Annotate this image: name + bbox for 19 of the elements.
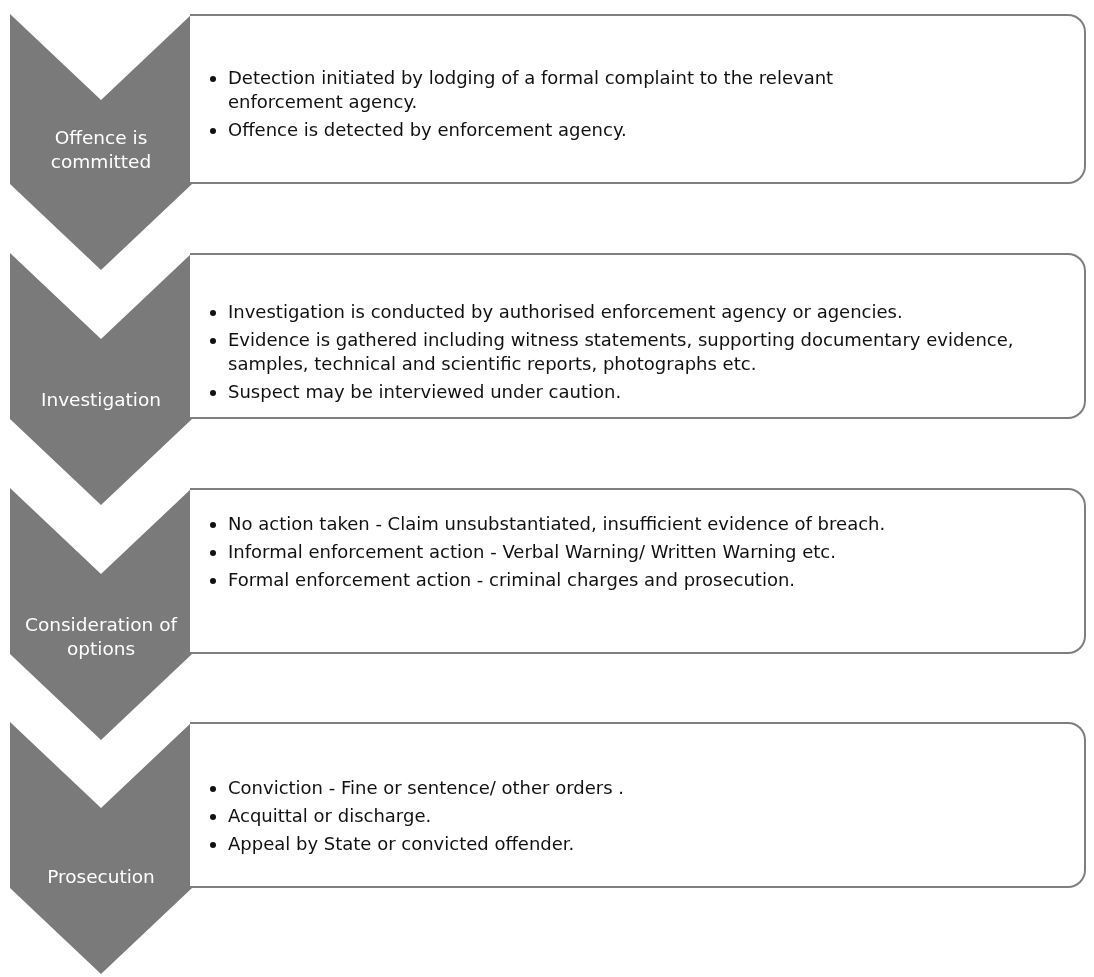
text-box <box>190 488 1086 654</box>
bullet-text: Formal enforcement action - criminal charges and prosecution. <box>228 568 796 592</box>
step-label: Prosecution <box>46 865 156 889</box>
step-label: Consideration of options <box>24 613 179 661</box>
bullet-text: Evidence is gathered including witness statements, supporting documentary evidence, samples, technical and scientific reports, photographs etc. <box>228 328 1015 376</box>
text-box <box>190 722 1086 888</box>
bullet-text: Suspect may be interviewed under caution. <box>228 380 622 404</box>
bullet-text: Offence is detected by enforcement agency. <box>228 118 627 142</box>
bullet-text: Appeal by State or convicted offender. <box>228 832 575 856</box>
bullet-text: Informal enforcement action - Verbal Warning/ Written Warning etc. <box>228 540 836 564</box>
bullet-text: Acquittal or discharge. <box>228 804 432 828</box>
bullet-text: Conviction - Fine or sentence/ other orders . <box>228 776 624 800</box>
text-box <box>190 253 1086 419</box>
text-box <box>190 14 1086 184</box>
step-label: Offence is committed <box>49 126 153 174</box>
bullet-text: Investigation is conducted by authorised enforcement agency or agencies. <box>228 300 903 324</box>
step-label: Investigation <box>39 388 163 412</box>
bullet-text: No action taken - Claim unsubstantiated, insufficient evidence of breach. <box>228 512 886 536</box>
bullet-text: Detection initiated by lodging of a formal complaint to the relevant enforcement agency. <box>228 66 835 114</box>
